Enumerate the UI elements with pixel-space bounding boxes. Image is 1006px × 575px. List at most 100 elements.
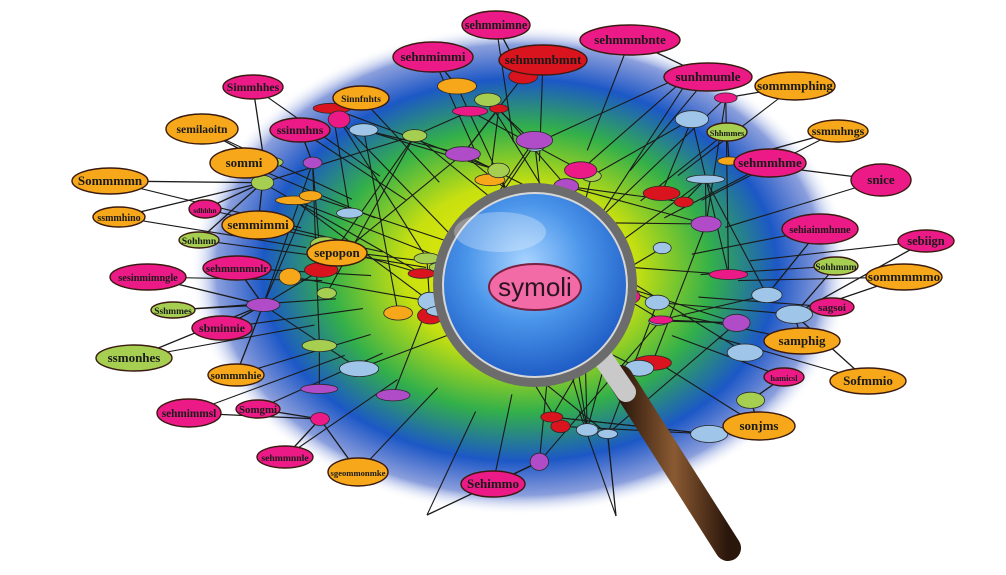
network-node-bubble (71, 167, 149, 195)
small-network-node (437, 77, 477, 95)
network-node-label: ssmonhes (108, 350, 161, 365)
network-node-label: Sehimmo (467, 476, 519, 491)
small-network-node (339, 360, 380, 378)
network-node-bubble (781, 213, 859, 245)
network-edge (338, 119, 428, 259)
network-node-bubble (897, 229, 955, 253)
small-network-node (301, 339, 338, 353)
small-network-node (575, 423, 599, 437)
network-node: sebiign (897, 229, 955, 253)
network-edge (118, 182, 263, 218)
network-node: sehiainmhnne (781, 213, 859, 245)
small-network-node (714, 92, 738, 104)
network-node-bubble (191, 315, 253, 341)
network-edge (299, 129, 407, 201)
network-node-label: sehmmnbmnt (505, 52, 582, 67)
magnifier-handle (607, 365, 741, 561)
network-node-label: sgeommonmke (331, 468, 386, 478)
network-node: Simmhhes (222, 74, 284, 100)
network-edge (651, 223, 707, 364)
network-node: Sohhmn (178, 231, 220, 249)
network-node: Sofmmio (829, 367, 907, 395)
network-node: sehmmhme (733, 148, 807, 178)
network-node-bubble (150, 301, 196, 319)
magnifier-ring-highlight (442, 192, 628, 378)
network-node: ssmonhes (95, 344, 173, 372)
network-node-label: sehmmhme (738, 155, 802, 170)
network-node-bubble (269, 117, 331, 143)
small-network-node (775, 304, 813, 324)
network-node-label: sehmmnmnlr (206, 263, 268, 275)
network-node-label: ssmmhngs (812, 124, 865, 138)
network-node: samphig (763, 327, 841, 355)
small-network-node (751, 286, 783, 303)
network-edge (591, 118, 693, 177)
network-edge (198, 182, 263, 241)
network-node-bubble (202, 255, 272, 281)
network-node: sehmmimne (461, 10, 531, 40)
small-network-node (708, 269, 749, 280)
network-node-label: sommmmmo (868, 269, 940, 284)
network-node-label: snice (867, 172, 895, 187)
network-node-bubble (763, 327, 841, 355)
small-network-node (529, 452, 549, 471)
network-node-label: sehmmimne (465, 18, 528, 32)
network-node: sdhhhn (188, 199, 222, 219)
network-node-bubble (807, 119, 869, 143)
small-network-node (383, 305, 413, 321)
small-network-node (736, 391, 765, 409)
network-node-label: sehiainmhnne (789, 225, 851, 236)
network-node: sonjms (722, 411, 796, 441)
network-node: Shhmmes (706, 122, 748, 142)
network-node-bubble (829, 367, 907, 395)
network-node-bubble (95, 344, 173, 372)
network-node-label: hamicsl (770, 374, 798, 383)
network-edge (749, 240, 927, 262)
network-node-label: Simmhhes (227, 80, 280, 94)
network-node-bubble (256, 445, 314, 469)
small-network-node (310, 412, 330, 426)
small-network-node (564, 161, 598, 180)
network-node-label: Sohhmnm (815, 263, 856, 273)
network-node-bubble (763, 367, 805, 387)
network-node-label: Sinnfnhts (341, 94, 381, 105)
network-edge (606, 433, 617, 517)
network-node-bubble (327, 457, 389, 487)
network-edge (357, 387, 438, 473)
network-node-label: Sshmmes (154, 307, 192, 317)
small-network-node (644, 294, 670, 311)
network-node: semilaoitn (165, 113, 239, 145)
small-network-node (402, 129, 428, 143)
network-node: sgeommonmke (327, 457, 389, 487)
network-node: hamicsl (763, 367, 805, 387)
small-network-node (515, 131, 554, 150)
network-edge (262, 162, 314, 306)
network-node: sehnmimmi (392, 41, 474, 73)
network-node-bubble (109, 263, 187, 291)
network-node-label: sommi (226, 155, 263, 170)
network-edge (188, 354, 345, 414)
network-node-label: sdhhhn (193, 206, 216, 215)
network-node-bubble (865, 263, 943, 291)
network-edge (310, 195, 462, 247)
small-network-node (674, 110, 710, 129)
small-network-node (648, 315, 674, 325)
network-edge (551, 416, 710, 435)
network-edge (360, 97, 440, 183)
network-node: sommmmmo (865, 263, 943, 291)
small-network-node (474, 92, 502, 107)
small-network-node (690, 215, 722, 233)
network-node: semmimmi (221, 210, 295, 240)
network-node-label: Sohhmn (182, 236, 217, 247)
network-node: ssmmhngs (807, 119, 869, 143)
network-node-label: sonjms (739, 418, 778, 433)
network-node-bubble (156, 398, 222, 428)
small-network-node (642, 185, 681, 201)
network-node-bubble (809, 297, 855, 317)
network-edge (358, 329, 463, 370)
network-node: Sommmmn (71, 167, 149, 195)
network-edge (363, 129, 499, 171)
small-network-node (673, 196, 694, 208)
network-edge (426, 411, 477, 516)
